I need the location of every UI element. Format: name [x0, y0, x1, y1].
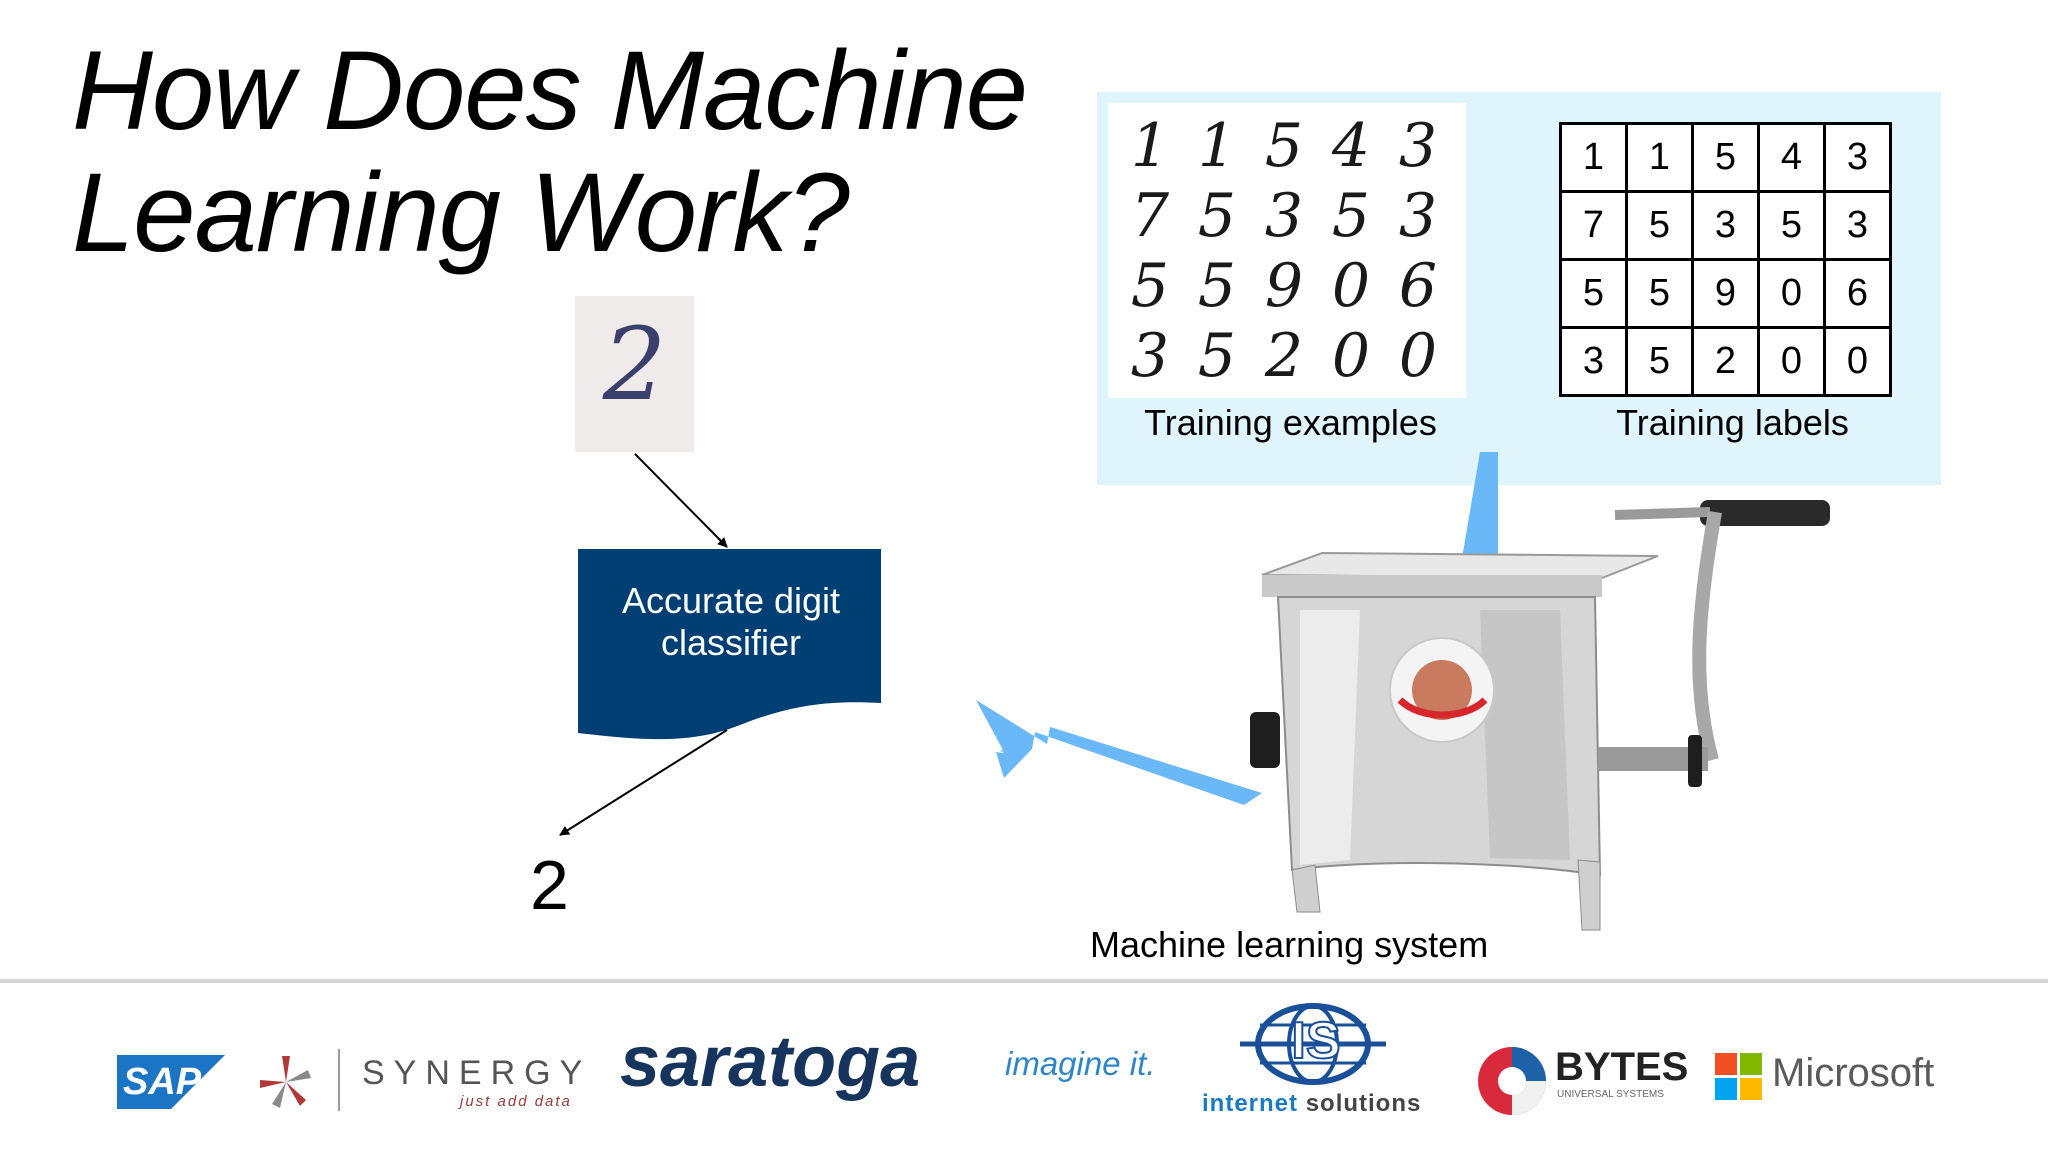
handwritten-digit: 5	[1331, 181, 1371, 251]
label-cell: 0	[1757, 326, 1826, 397]
arrow-input-to-classifier	[634, 453, 728, 548]
bytes-tagline: UNIVERSAL SYSTEMS	[1557, 1089, 1664, 1100]
machine-learning-system-image	[1250, 500, 1830, 931]
handwritten-digit: 3	[1264, 181, 1304, 251]
slide-title: How Does Machine Learning Work?	[72, 28, 1028, 275]
handwritten-digit: 5	[1197, 181, 1237, 251]
label-cell: 0	[1823, 326, 1892, 397]
system-caption: Machine learning system	[1090, 924, 1489, 965]
training-examples-caption: Training examples	[1144, 402, 1437, 443]
handwritten-digit: 5	[1197, 321, 1237, 391]
handwritten-digit: 2	[1264, 321, 1304, 391]
classification-result: 2	[530, 846, 569, 924]
label-cell: 9	[1691, 258, 1760, 329]
training-labels-caption: Training labels	[1616, 402, 1849, 443]
sap-logo: SAP	[117, 1055, 225, 1109]
imagine-it-logo: imagine it.	[1005, 1045, 1156, 1082]
label-cell: 1	[1559, 122, 1628, 193]
footer-divider	[0, 979, 2048, 983]
label-cell: 2	[1691, 326, 1760, 397]
handwritten-digit: 5	[1197, 251, 1237, 321]
synergy-logo: SYNERGY	[362, 1054, 592, 1092]
label-cell: 0	[1757, 258, 1826, 329]
handwritten-digit: 4	[1331, 111, 1371, 181]
saratoga-logo: saratoga	[620, 1022, 921, 1102]
handwritten-digit: 0	[1331, 251, 1371, 321]
handwritten-digit: 3	[1130, 321, 1170, 391]
handwritten-digit: 5	[1130, 251, 1170, 321]
microsoft-logo: Microsoft	[1772, 1051, 1935, 1095]
handwritten-digit: 0	[1398, 321, 1438, 391]
label-cell: 5	[1559, 258, 1628, 329]
handwritten-digit: 3	[1398, 181, 1438, 251]
synergy-tagline: just add data	[460, 1093, 572, 1110]
label-cell: 5	[1625, 326, 1694, 397]
label-cell: 3	[1823, 122, 1892, 193]
label-cell: 3	[1559, 326, 1628, 397]
synergy-pinwheel-icon	[260, 1056, 311, 1108]
classifier-label: Accurate digit classifier	[621, 580, 841, 663]
microsoft-windows-icon	[1715, 1053, 1763, 1101]
handwritten-digit: 1	[1197, 111, 1237, 181]
arrow-classifier-to-result	[559, 729, 728, 836]
label-cell: 6	[1823, 258, 1892, 329]
label-cell: 3	[1823, 190, 1892, 261]
label-cell: 7	[1559, 190, 1628, 261]
label-cell: 4	[1757, 122, 1826, 193]
synergy-separator	[338, 1049, 340, 1111]
handwritten-digit: 1	[1130, 111, 1170, 181]
handwritten-digit: 3	[1398, 111, 1438, 181]
label-cell: 5	[1757, 190, 1826, 261]
handwritten-digit: 7	[1130, 181, 1170, 251]
classifier-shape	[578, 549, 881, 740]
internet-solutions-logo: internet solutions	[1202, 1090, 1422, 1117]
bytes-logo-icon	[1478, 1047, 1546, 1115]
handwritten-digit: 6	[1398, 251, 1438, 321]
partner-logo-bar: SAP SYNERGY just add data saratoga imagi…	[0, 983, 2048, 1152]
label-cell: 5	[1625, 258, 1694, 329]
label-cell: 5	[1691, 122, 1760, 193]
label-cell: 5	[1625, 190, 1694, 261]
handwritten-digit: 5	[1264, 111, 1304, 181]
handwritten-digit: 9	[1264, 251, 1304, 321]
input-digit-image: 2	[575, 296, 694, 452]
bytes-logo: BYTES	[1555, 1045, 1689, 1089]
is-logo: IS	[1290, 1011, 1341, 1071]
handwritten-digit: 0	[1331, 321, 1371, 391]
input-digit: 2	[602, 306, 667, 423]
label-cell: 1	[1625, 122, 1694, 193]
arrow-system-to-classifier	[976, 700, 1262, 805]
label-cell: 3	[1691, 190, 1760, 261]
is-globe-icon	[1240, 1003, 1386, 1085]
